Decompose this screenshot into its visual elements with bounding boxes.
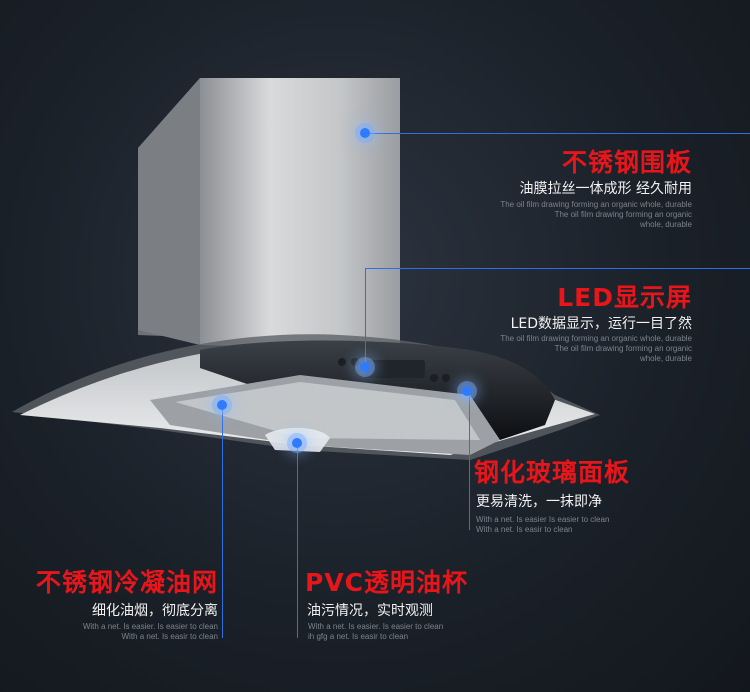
callout-line xyxy=(365,133,750,134)
callout-english: With a net. Is easier. Is easier to clea… xyxy=(308,622,443,642)
english-line: The oil film drawing forming an organic … xyxy=(500,334,692,343)
hotspot-marker[interactable] xyxy=(360,362,370,372)
callout-subtitle: 更易清洗，一抹即净 xyxy=(476,494,602,510)
english-line: With a net. Is easier. Is easier to clea… xyxy=(308,622,444,631)
callout-subtitle: 油污情况，实时观测 xyxy=(307,603,433,619)
english-line: The oil film drawing forming an organic xyxy=(554,210,692,219)
callout-english: The oil film drawing forming an organic … xyxy=(500,200,692,230)
hotspot-marker[interactable] xyxy=(292,438,302,448)
english-line: The oil film drawing forming an organic xyxy=(554,344,692,353)
english-line: ih gfg a net. Is easir to clean xyxy=(308,632,409,641)
english-line: With a net. Is easir to clean xyxy=(121,632,219,641)
english-line: whole, durable xyxy=(639,220,692,229)
english-line: With a net. Is easier Is easier to clean xyxy=(476,515,610,524)
callout-title: PVC透明油杯 xyxy=(305,568,469,597)
callout-line xyxy=(297,443,298,638)
hotspot-marker[interactable] xyxy=(217,400,227,410)
english-line: With a net. Is easier. Is easier to clea… xyxy=(82,622,218,631)
hotspot-marker[interactable] xyxy=(360,128,370,138)
callout-line xyxy=(469,390,470,530)
english-line: whole, durable xyxy=(639,354,692,363)
callout-title: LED显示屏 xyxy=(557,283,692,312)
callout-title: 钢化玻璃面板 xyxy=(474,458,631,487)
callout-line xyxy=(365,268,750,269)
callout-english: With a net. Is easier Is easier to clean… xyxy=(476,515,609,535)
callout-line xyxy=(365,268,366,365)
callout-english: With a net. Is easier. Is easier to clea… xyxy=(83,622,218,642)
callout-subtitle: LED数据显示，运行一目了然 xyxy=(510,316,692,332)
callout-subtitle: 细化油烟，彻底分离 xyxy=(92,603,218,619)
callout-english: The oil film drawing forming an organic … xyxy=(500,334,692,364)
hotspot-marker[interactable] xyxy=(462,386,472,396)
callout-subtitle: 油膜拉丝一体成形 经久耐用 xyxy=(519,181,692,197)
callout-line xyxy=(222,405,223,638)
callout-title: 不锈钢围板 xyxy=(561,148,692,177)
callout-title: 不锈钢冷凝油网 xyxy=(35,568,218,597)
english-line: The oil film drawing forming an organic … xyxy=(500,200,692,209)
english-line: With a net. Is easir to clean xyxy=(476,525,573,534)
